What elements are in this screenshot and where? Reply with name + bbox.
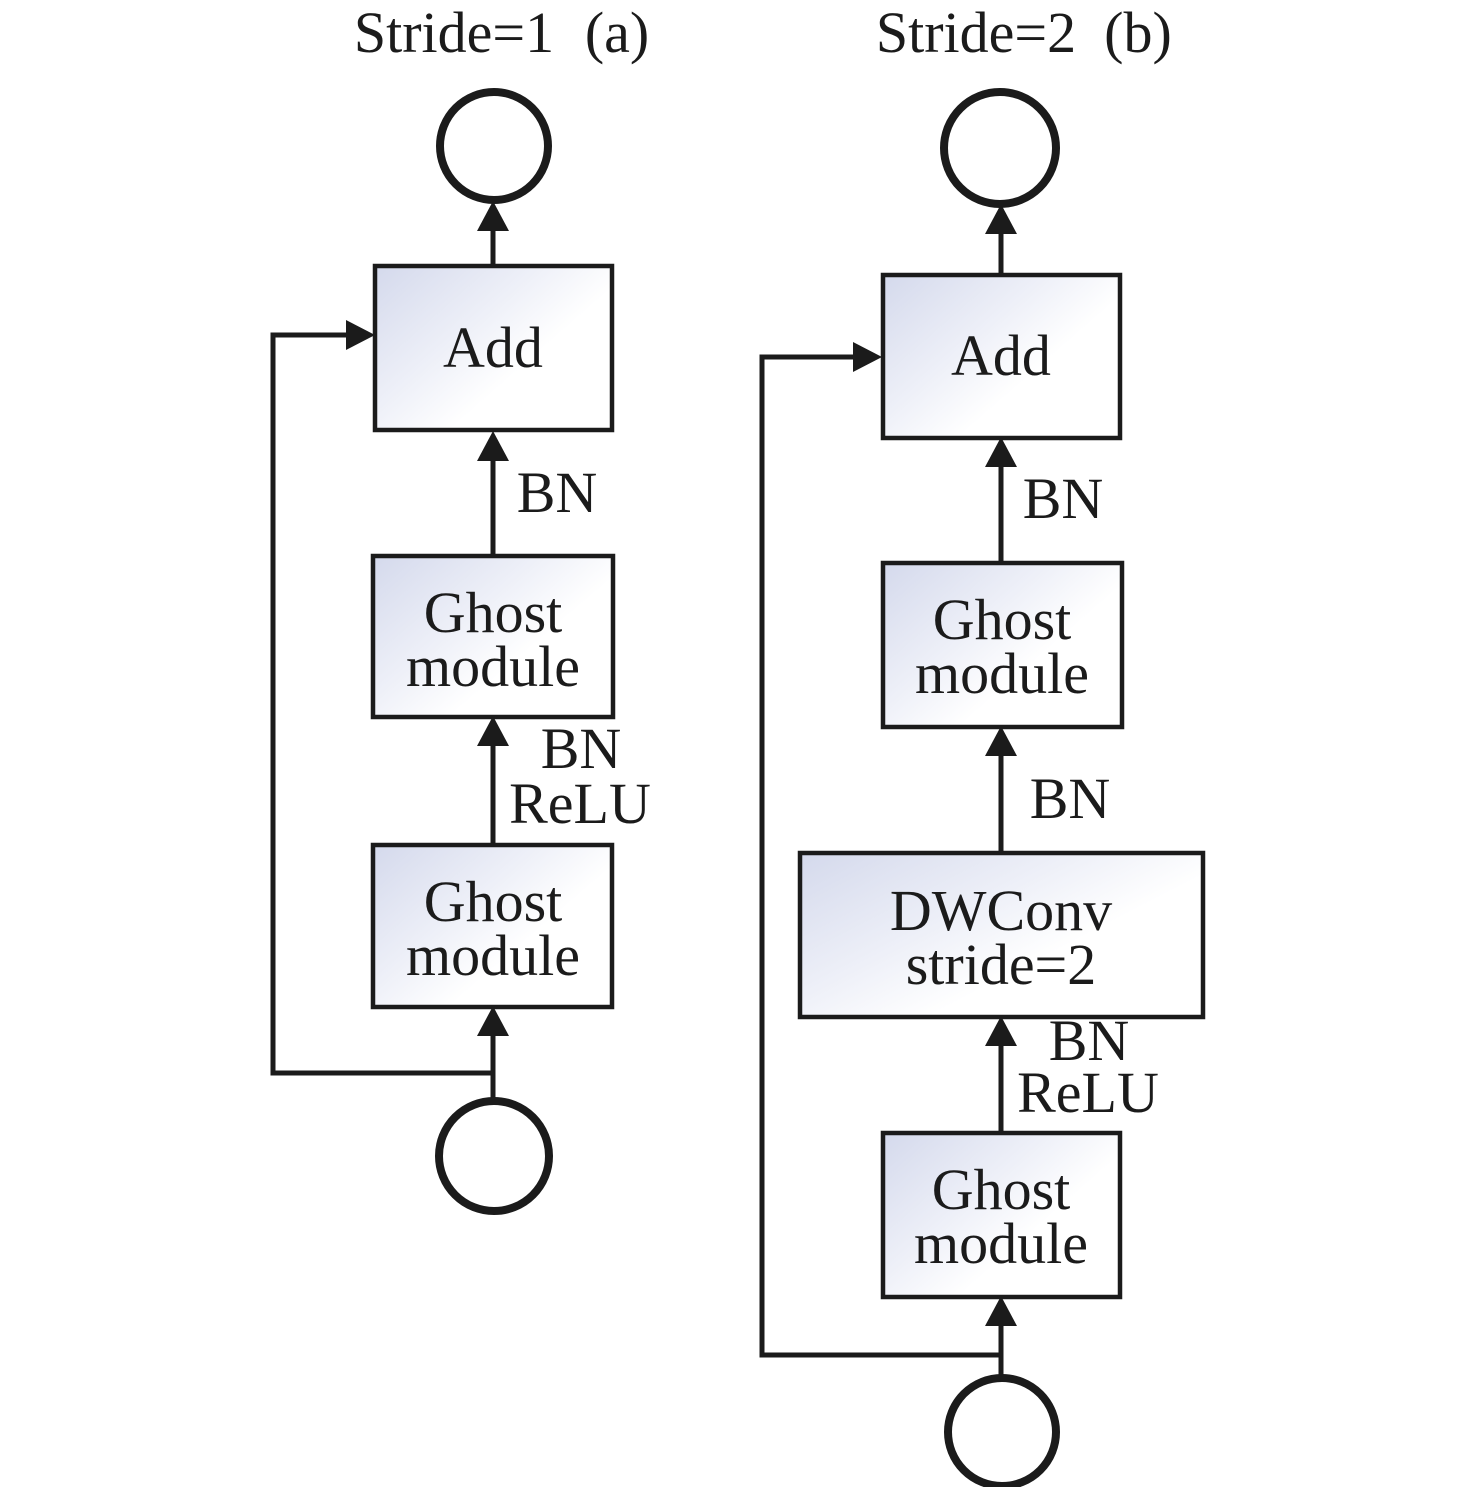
arrow-head [985,437,1017,467]
panel-a-title: Stride=1 [354,0,554,65]
panel-b-title-tag: (b) [1104,0,1172,65]
arrow-head [985,1016,1017,1046]
input-node-circle [944,1374,1060,1487]
ghost-module-box [880,560,1125,730]
panel-b-title: Stride=2 [876,0,1076,65]
arrow-head [853,342,882,372]
add-label: Add [443,315,543,380]
panel-a-title-tag: (a) [585,0,649,65]
arrow-head [985,726,1017,756]
dwconv-label-line1: DWConv [890,878,1112,943]
arrow-head [477,1006,509,1036]
bn-label: BN [541,716,622,781]
ghost-module-label-line2: module [406,923,580,988]
arrow-head [477,201,509,231]
panel-stride1: Stride=1 (a) Add BN Ghost module BN ReLU [270,0,651,1215]
add-box [880,272,1123,441]
ghost-module-label-line1: Ghost [424,869,563,934]
skip-connection-line [270,332,493,1076]
arrow-head [477,431,509,461]
bn-label: BN [1030,766,1111,831]
bn-label: BN [517,460,598,525]
relu-label: ReLU [509,771,651,836]
ghost-module-label-line2: module [406,634,580,699]
arrow-head [346,320,375,350]
relu-label: ReLU [1017,1060,1159,1125]
panel-stride2: Stride=2 (b) Add BN Ghost module BN [759,0,1206,1487]
arrow-head [477,716,509,746]
bn-label: BN [1049,1008,1130,1073]
input-node-circle [435,1097,553,1215]
arrow-head [985,1296,1017,1326]
dwconv-label-line2: stride=2 [906,932,1097,997]
skip-connection-line [759,354,1001,1358]
ghost-module-label-line2: module [915,641,1089,706]
arrow-head [985,204,1017,234]
ghost-module-box [880,1130,1123,1300]
add-label: Add [951,323,1051,388]
ghost-module-label-line1: Ghost [932,1157,1071,1222]
add-box [372,263,615,433]
ghost-module-box [370,553,616,720]
bn-label: BN [1023,466,1104,531]
ghost-module-label-line1: Ghost [933,587,1072,652]
output-node-circle [940,88,1060,208]
ghost-module-label-line1: Ghost [424,580,563,645]
output-node-circle [436,88,552,204]
ghost-module-label-line2: module [914,1211,1088,1276]
